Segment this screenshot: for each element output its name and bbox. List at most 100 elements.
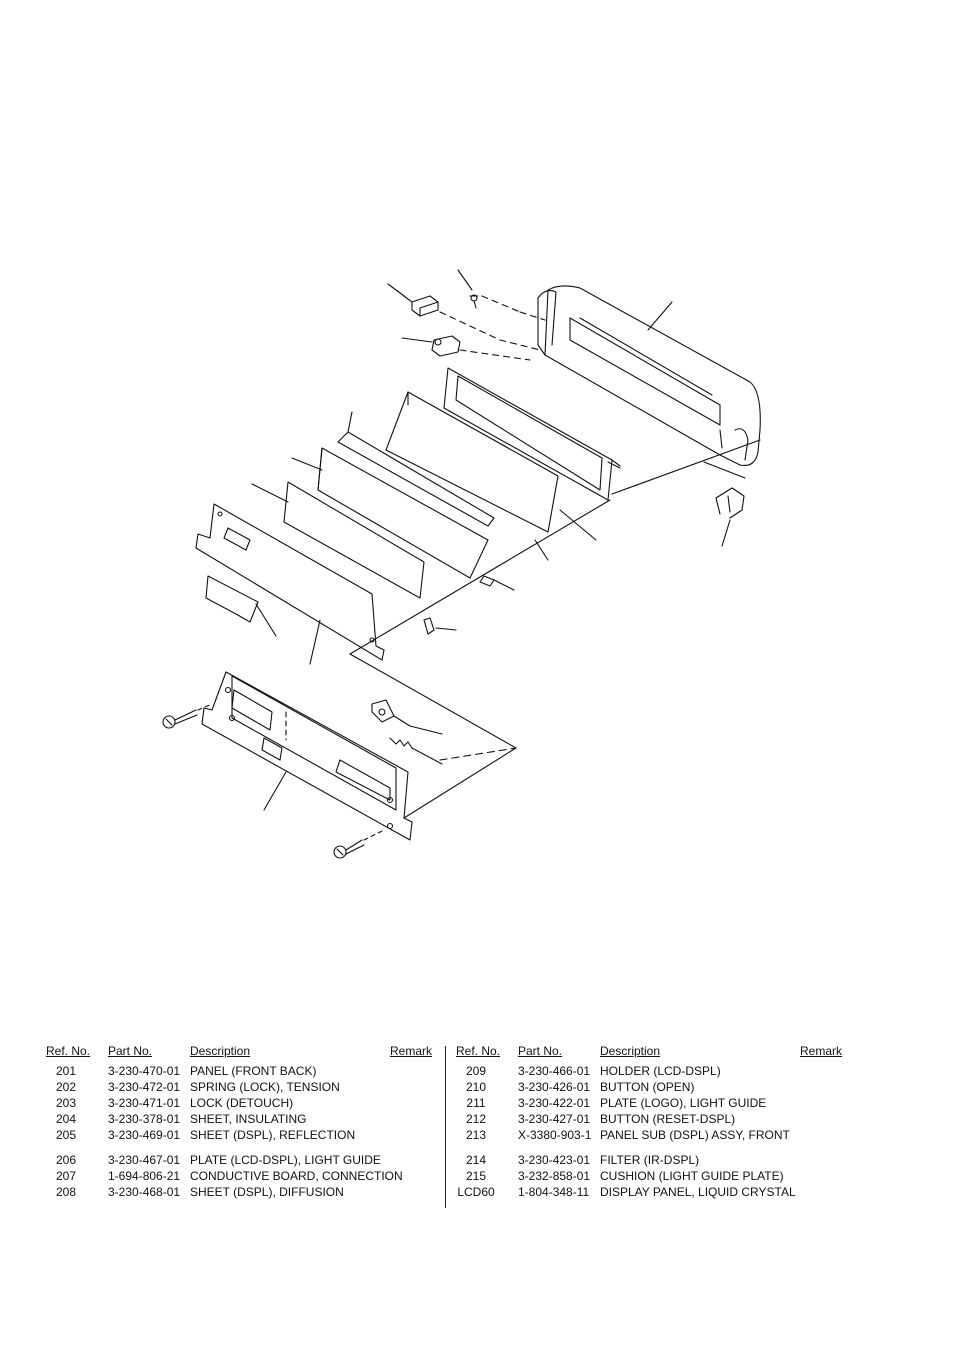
- part-no-cell: 1-804-348-11: [518, 1185, 590, 1199]
- table-row: 207 1-694-806-21 CONDUCTIVE BOARD, CONNECT…: [40, 1168, 435, 1184]
- description-cell: SHEET (DSPL), DIFFUSION: [190, 1185, 344, 1199]
- leader-line: [647, 301, 673, 331]
- ref-no-cell: 206: [55, 1153, 77, 1167]
- part-no-cell: 3-230-378-01: [108, 1112, 181, 1126]
- part-no-cell: 3-230-422-01: [518, 1096, 591, 1110]
- ref-no-cell: 205: [55, 1128, 77, 1142]
- description-cell: PANEL SUB (DSPL) ASSY, FRONT: [600, 1128, 790, 1142]
- reset-button-part: [371, 699, 443, 735]
- screw-bottom-part: [333, 829, 385, 859]
- table-divider: [445, 1046, 446, 1208]
- panel-sub-assy-part: [201, 671, 413, 841]
- description-cell: SHEET (DSPL), REFLECTION: [190, 1128, 356, 1142]
- part-no-cell: 3-230-471-01: [108, 1096, 181, 1110]
- description-cell: BUTTON (OPEN): [600, 1080, 695, 1094]
- row-gap: [40, 1143, 435, 1152]
- leader-line: [559, 509, 597, 541]
- description-cell: BUTTON (RESET-DSPL): [600, 1112, 736, 1126]
- table-row: 204 3-230-378-01 SHEET, INSULATING: [40, 1111, 435, 1127]
- light-guide-plate-part: [291, 447, 489, 579]
- ref-no-cell: 211: [466, 1096, 486, 1110]
- part-no-cell: 3-230-467-01: [108, 1153, 181, 1167]
- table-row: 206 3-230-467-01 PLATE (LCD-DSPL), LIGHT G…: [40, 1152, 435, 1168]
- part-no-cell: 1-694-806-21: [108, 1169, 181, 1183]
- ref-no-cell: 207: [55, 1169, 77, 1183]
- cushion-part: [423, 617, 457, 635]
- header-ref-no: Ref. No.: [46, 1044, 91, 1058]
- insulating-sheet-part: [205, 575, 277, 637]
- ref-no-cell: 204: [55, 1112, 77, 1126]
- description-cell: FILTER (IR-DSPL): [600, 1153, 700, 1167]
- description-cell: DISPLAY PANEL, LIQUID CRYSTAL: [600, 1185, 796, 1199]
- header-description: Description: [600, 1044, 661, 1058]
- table-row: 210 3-230-426-01 BUTTON (OPEN): [450, 1079, 845, 1095]
- ref-no-cell: 208: [55, 1185, 77, 1199]
- lock-detouch-part: [387, 283, 439, 317]
- description-cell: PANEL (FRONT BACK): [190, 1064, 317, 1078]
- ref-no-cell: 201: [55, 1064, 77, 1078]
- ref-no-cell: 212: [465, 1112, 487, 1126]
- ref-no-cell: 213: [465, 1128, 487, 1142]
- table-row: 203 3-230-471-01 LOCK (DETOUCH): [40, 1095, 435, 1111]
- description-cell: CONDUCTIVE BOARD, CONNECTION: [190, 1169, 403, 1183]
- table-header: Ref. No. Part No. Description Remark: [40, 1043, 435, 1063]
- ref-no-cell: 209: [465, 1064, 487, 1078]
- row-gap: [450, 1143, 845, 1152]
- ref-no-cell: LCD60: [457, 1185, 495, 1199]
- spring-part: [457, 269, 479, 309]
- table-row: 205 3-230-469-01 SHEET (DSPL), REFLECTION: [40, 1127, 435, 1143]
- table-row: 208 3-230-468-01 SHEET (DSPL), DIFFUSION: [40, 1184, 435, 1200]
- ref-no-cell: 202: [55, 1080, 77, 1094]
- part-no-cell: 3-230-468-01: [108, 1185, 181, 1199]
- table-row: 213 X-3380-903-1 PANEL SUB (DSPL) ASSY, FR…: [450, 1127, 845, 1143]
- table-row: LCD60 1-804-348-11 DISPLAY PANEL, LIQUID C…: [450, 1184, 845, 1200]
- conductive-board-part: [195, 503, 385, 661]
- table-row: 201 3-230-470-01 PANEL (FRONT BACK): [40, 1063, 435, 1079]
- header-remark: Remark: [800, 1044, 843, 1058]
- front-panel-part: [537, 285, 761, 467]
- table-row: 214 3-230-423-01 FILTER (IR-DSPL): [450, 1152, 845, 1168]
- header-ref-no: Ref. No.: [456, 1044, 501, 1058]
- header-remark: Remark: [390, 1044, 433, 1058]
- part-no-cell: 3-230-466-01: [518, 1064, 591, 1078]
- parts-table-left: Ref. No. Part No. Description Remark 201…: [40, 1043, 435, 1200]
- part-no-cell: 3-232-858-01: [518, 1169, 591, 1183]
- description-cell: HOLDER (LCD-DSPL): [600, 1064, 721, 1078]
- ref-no-cell: 210: [465, 1080, 487, 1094]
- table-row: 215 3-232-858-01 CUSHION (LIGHT GUIDE PLAT…: [450, 1168, 845, 1184]
- button-open-part: [401, 335, 461, 357]
- reflection-sheet-part: [251, 481, 425, 599]
- part-no-cell: 3-230-427-01: [518, 1112, 591, 1126]
- description-cell: SPRING (LOCK), TENSION: [190, 1080, 340, 1094]
- description-cell: SHEET, INSULATING: [190, 1112, 307, 1126]
- header-part-no: Part No.: [108, 1044, 153, 1058]
- part-no-cell: 3-230-426-01: [518, 1080, 591, 1094]
- table-row: 202 3-230-472-01 SPRING (LOCK), TENSION: [40, 1079, 435, 1095]
- part-no-cell: 3-230-472-01: [108, 1080, 181, 1094]
- table-row: 209 3-230-466-01 HOLDER (LCD-DSPL): [450, 1063, 845, 1079]
- leader-line: [309, 619, 321, 665]
- header-part-no: Part No.: [518, 1044, 563, 1058]
- part-no-cell: 3-230-470-01: [108, 1064, 181, 1078]
- diffusion-sheet-part: [385, 391, 559, 533]
- holder-lcd-part: [443, 367, 621, 501]
- table-row: 212 3-230-427-01 BUTTON (RESET-DSPL): [450, 1111, 845, 1127]
- part-no-cell: 3-230-469-01: [108, 1128, 181, 1142]
- part-no-cell: 3-230-423-01: [518, 1153, 591, 1167]
- ref-no-cell: 214: [465, 1153, 487, 1167]
- exploded-view-diagram: [162, 269, 761, 859]
- description-cell: PLATE (LCD-DSPL), LIGHT GUIDE: [190, 1153, 381, 1167]
- description-cell: PLATE (LOGO), LIGHT GUIDE: [600, 1096, 767, 1110]
- ref-no-cell: 215: [465, 1169, 487, 1183]
- table-header: Ref. No. Part No. Description Remark: [450, 1043, 845, 1063]
- clip-part: [715, 487, 745, 547]
- header-description: Description: [190, 1044, 251, 1058]
- description-cell: LOCK (DETOUCH): [190, 1096, 294, 1110]
- ref-no-cell: 203: [55, 1096, 77, 1110]
- table-row: 211 3-230-422-01 PLATE (LOGO), LIGHT GUIDE: [450, 1095, 845, 1111]
- part-no-cell: X-3380-903-1: [518, 1128, 592, 1142]
- parts-table-right: Ref. No. Part No. Description Remark 209…: [450, 1043, 845, 1200]
- spring-reset-part: [389, 737, 443, 765]
- light-guide-strip-part: [337, 411, 495, 527]
- description-cell: CUSHION (LIGHT GUIDE PLATE): [600, 1169, 784, 1183]
